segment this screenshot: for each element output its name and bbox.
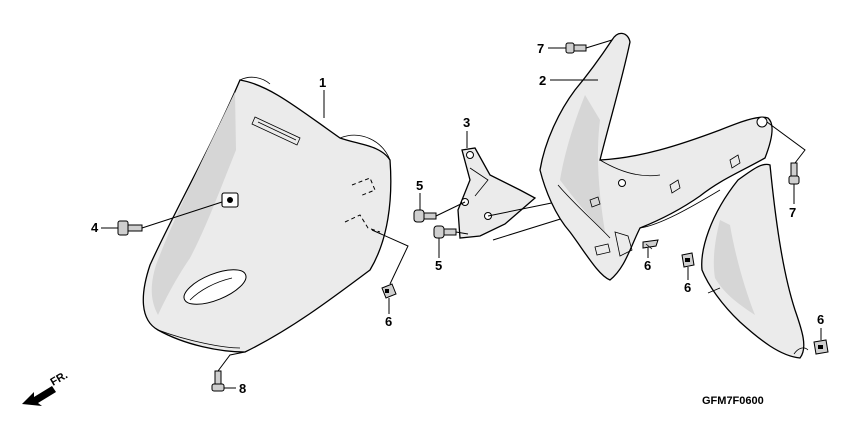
callout-screw-bottom: 8 [239, 381, 246, 396]
callout-screw-top: 7 [537, 41, 544, 56]
screw-right [788, 162, 800, 185]
callout-bracket: 3 [463, 115, 470, 130]
emblem [251, 116, 301, 146]
callout-clip-inner-lower: 6 [684, 280, 691, 295]
clip-inner-center [642, 239, 659, 250]
screw-bottom [211, 370, 225, 392]
bolt-front [117, 220, 143, 236]
screw-top [565, 42, 587, 54]
callout-inner-cover: 2 [539, 73, 546, 88]
callout-bolt-front: 4 [91, 220, 99, 235]
clip-floor-right [813, 339, 829, 355]
screw-bracket-lower [433, 225, 457, 239]
callout-front-cover: 1 [319, 75, 326, 90]
screw-bracket-upper [413, 209, 437, 223]
bracket [457, 147, 537, 239]
inner-cover [539, 32, 773, 281]
diagram-code: GFM7F0600 [702, 395, 764, 407]
clip-front-cover [381, 283, 397, 299]
callout-screw-right: 7 [789, 205, 796, 220]
front-label: FR. [49, 369, 70, 388]
callout-screw-bracket-upper: 5 [416, 178, 423, 193]
inner-cover-slots [589, 154, 741, 256]
front-direction-indicator: FR. [22, 369, 70, 406]
callout-clip-front-cover: 6 [385, 314, 392, 329]
mounting-grommet [221, 192, 239, 208]
clip-inner-lower [681, 252, 695, 268]
callout-clip-inner-center: 6 [644, 258, 651, 273]
callout-clip-floor-right: 6 [817, 312, 824, 327]
callout-screw-bracket-lower: 5 [435, 258, 442, 273]
front-cover [142, 76, 392, 353]
floor-side-cover [701, 163, 809, 359]
front-arrow-icon [22, 386, 56, 406]
